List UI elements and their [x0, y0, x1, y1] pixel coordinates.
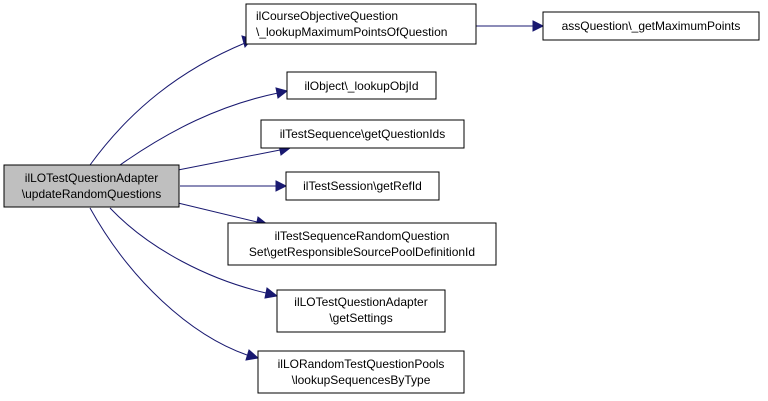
node-course-objective[interactable]: ilCourseObjectiveQuestion \_lookupMaximu…: [245, 3, 477, 45]
node-test-session-line1: ilTestSession\getRefId: [303, 179, 422, 193]
node-random-question-set-line2: Set\getResponsibleSourcePoolDefinitionId: [249, 245, 475, 259]
edge-arrowhead: [275, 180, 288, 192]
node-lo-adapter-settings[interactable]: ilLOTestQuestionAdapter \getSettings: [276, 289, 446, 333]
node-test-sequence[interactable]: ilTestSequence\getQuestionIds: [260, 119, 465, 149]
edge-root-to-lo-adapter-settings: [109, 207, 267, 294]
edge-arrowhead: [532, 20, 545, 32]
node-root-line1: ilLOTestQuestionAdapter: [25, 171, 158, 185]
edge-arrowhead: [264, 287, 279, 299]
node-il-object-line1: ilObject\_lookupObjId: [304, 79, 418, 93]
node-course-objective-line1: ilCourseObjectiveQuestion: [256, 9, 398, 23]
node-test-sequence-line1: ilTestSequence\getQuestionIds: [280, 127, 445, 141]
node-random-question-set[interactable]: ilTestSequenceRandomQuestion Set\getResp…: [227, 222, 497, 266]
node-lo-random-pools-line2: \lookupSequencesByType: [292, 373, 431, 387]
node-test-session[interactable]: ilTestSession\getRefId: [285, 171, 440, 201]
node-lo-random-pools[interactable]: ilLORandomTestQuestionPools \lookupSeque…: [257, 350, 465, 394]
edge-root-to-il-object: [119, 92, 279, 166]
node-lo-random-pools-line1: ilLORandomTestQuestionPools: [278, 357, 445, 371]
node-course-objective-line2: \_lookupMaximumPointsOfQuestion: [256, 25, 447, 39]
node-lo-adapter-settings-line2: \getSettings: [329, 311, 392, 325]
node-root[interactable]: ilLOTestQuestionAdapter \updateRandomQue…: [3, 164, 180, 208]
node-lo-adapter-settings-line1: ilLOTestQuestionAdapter: [294, 295, 427, 309]
node-ass-question-line1: assQuestion\_getMaximumPoints: [562, 19, 741, 33]
edge-arrowhead: [275, 87, 289, 99]
edge-root-to-random-question-set: [177, 202, 258, 223]
edge-root-to-test-sequence: [177, 149, 281, 171]
node-root-line2: \updateRandomQuestions: [22, 187, 161, 201]
edge-root-to-lo-random-pools: [89, 207, 248, 356]
edge-root-to-course-objective: [89, 42, 246, 166]
node-random-question-set-line1: ilTestSequenceRandomQuestion: [275, 229, 450, 243]
edge-arrowhead: [245, 349, 260, 361]
node-il-object[interactable]: ilObject\_lookupObjId: [286, 71, 437, 100]
node-ass-question[interactable]: assQuestion\_getMaximumPoints: [542, 11, 760, 41]
